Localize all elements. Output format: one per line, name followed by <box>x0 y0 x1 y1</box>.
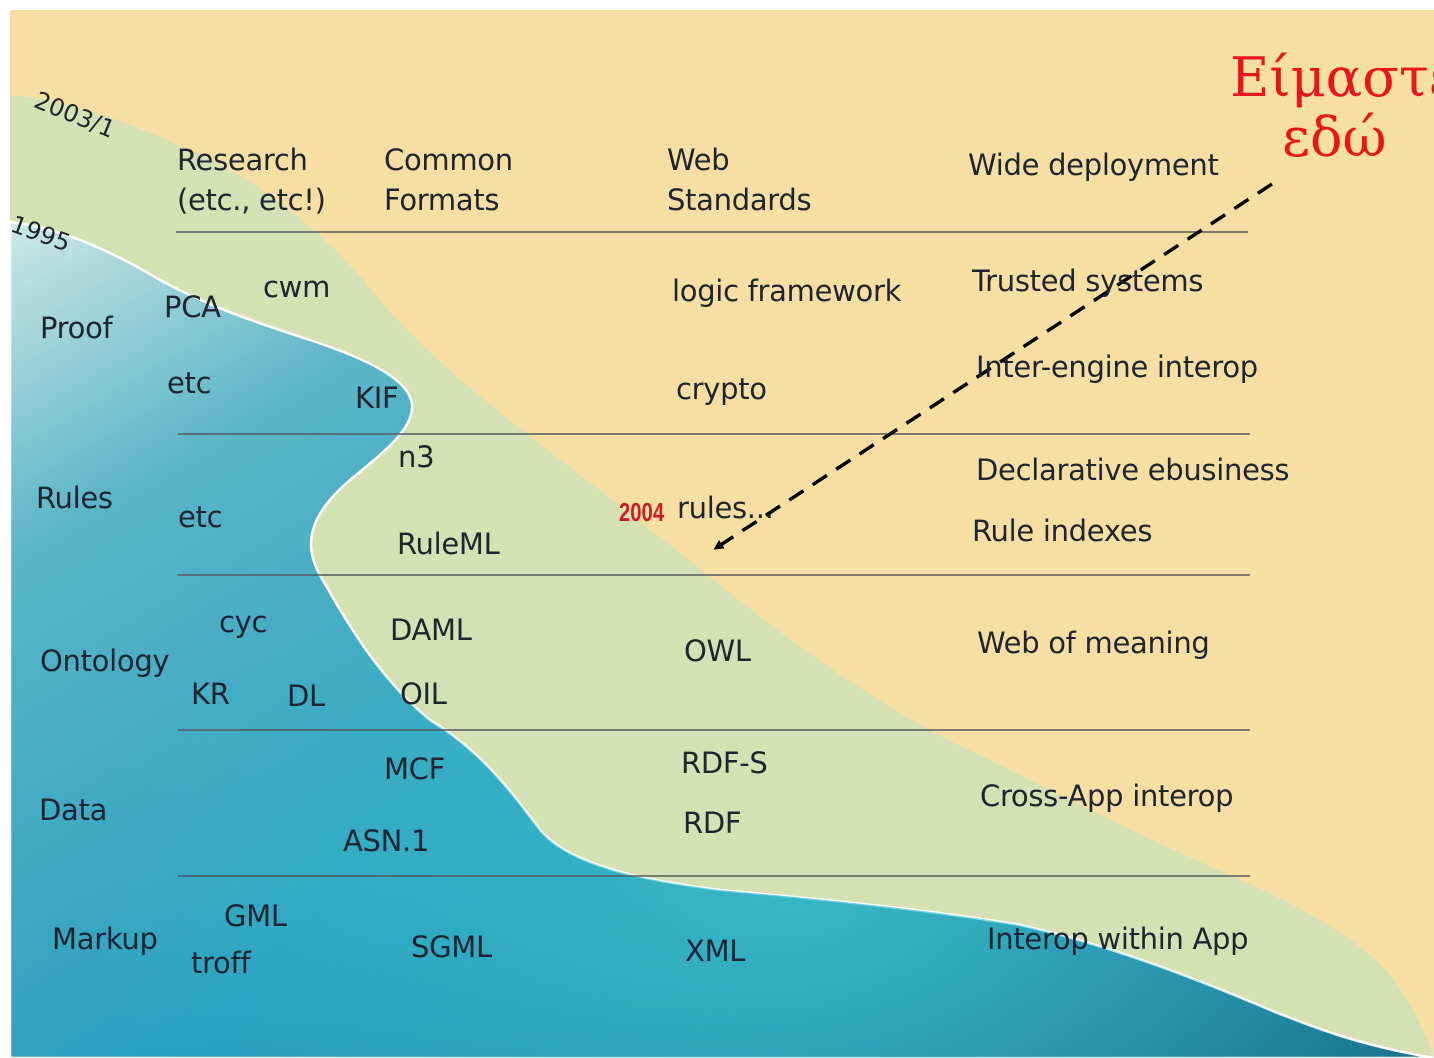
column-header-research: Research (etc., etc!) <box>177 143 326 217</box>
markup-sgml: SGML <box>411 930 492 964</box>
column-header-formats: Common Formats <box>384 143 513 217</box>
proof-trusted-systems: Trusted systems <box>972 264 1204 298</box>
year-2004-highlight: 2004 <box>619 497 665 527</box>
proof-etc: etc <box>167 366 212 400</box>
data-cross-app-interop: Cross-App interop <box>980 779 1234 813</box>
layer-dividers <box>176 231 1250 877</box>
layer-name-markup: Markup <box>52 922 158 956</box>
rules-declarative-ebusiness: Declarative ebusiness <box>976 453 1290 487</box>
proof-cwm: cwm <box>263 270 331 304</box>
data-asn1: ASN.1 <box>343 824 430 858</box>
proof-inter-engine-interop: Inter-engine interop <box>976 350 1258 384</box>
we-are-here-line-2: εδώ <box>1282 106 1387 170</box>
ontology-cyc: cyc <box>219 605 268 639</box>
rules-n3: n3 <box>398 440 435 474</box>
data-rdf-s: RDF-S <box>681 746 768 780</box>
proof-logic-framework: logic framework <box>672 274 902 308</box>
markup-gml: GML <box>224 899 287 933</box>
proof-kif: KIF <box>355 381 399 415</box>
ontology-daml: DAML <box>390 613 472 647</box>
proof-pca: PCA <box>164 290 221 324</box>
rules-ruleml: RuleML <box>397 527 500 561</box>
ontology-kr: KR <box>191 677 230 711</box>
markup-xml: XML <box>685 934 746 968</box>
proof-crypto: crypto <box>676 372 767 406</box>
blue-wave-glow <box>10 222 1434 1058</box>
markup-interop-within-app: Interop within App <box>987 922 1249 956</box>
rules-rule-indexes: Rule indexes <box>972 514 1153 548</box>
data-mcf: MCF <box>384 752 446 786</box>
markup-troff: troff <box>191 946 251 980</box>
data-rdf: RDF <box>683 806 742 840</box>
layer-name-data: Data <box>39 793 108 827</box>
ontology-web-of-meaning: Web of meaning <box>977 626 1210 660</box>
column-header-deployment: Wide deployment <box>968 148 1219 182</box>
rules-standards: rules... <box>677 491 774 525</box>
layer-name-ontology: Ontology <box>40 644 170 678</box>
ontology-dl: DL <box>287 679 325 713</box>
ontology-oil: OIL <box>400 677 447 711</box>
layer-name-rules: Rules <box>36 481 113 515</box>
column-header-standards: Web Standards <box>667 143 812 217</box>
rules-etc: etc <box>178 500 223 534</box>
ontology-owl: OWL <box>684 634 751 668</box>
layer-name-proof: Proof <box>40 311 113 345</box>
